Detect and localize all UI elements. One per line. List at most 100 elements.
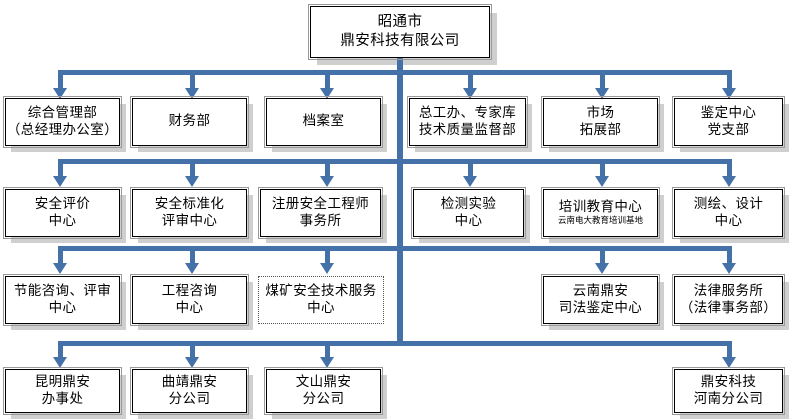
r4c6-line-2: 河南分公司	[693, 391, 764, 407]
row4-drop-c1	[58, 341, 63, 358]
root-line-2: 鼎安科技有限公司	[340, 33, 460, 49]
row1-horizontal-bar	[58, 70, 732, 75]
row4-horizontal-bar	[58, 341, 732, 346]
coal-mine-safety-tech-service-center-box[interactable]: 煤矿安全技术服务 中心	[258, 276, 384, 324]
row1-arrow-c3	[320, 88, 334, 99]
appraisal-center-party-branch-box[interactable]: 鉴定中心 党支部	[672, 96, 785, 148]
general-management-dept-box[interactable]: 综合管理部 （总经理办公室）	[3, 96, 122, 148]
r3c2-line-2: 中心	[175, 300, 204, 316]
r2c5-subtitle: 云南电大教育培训基地	[557, 216, 643, 227]
r3c2-line-1: 工程咨询	[161, 282, 218, 299]
market-development-dept-box[interactable]: 市场 拓展部	[541, 96, 660, 148]
wenshan-dingan-branch-box[interactable]: 文山鼎安 分公司	[264, 367, 383, 415]
row2-arrow-c2	[185, 176, 199, 187]
chief-engineer-expert-dept-box[interactable]: 总工办、专家库 技术质量监督部	[407, 96, 528, 148]
row2-arrow-c6	[722, 176, 736, 187]
r1c2-line-1: 财务部	[168, 113, 211, 130]
row2-drop-c1	[58, 159, 63, 177]
r3c5-line-1: 云南鼎安	[572, 282, 629, 299]
row1-drop-c2	[190, 70, 195, 89]
row2-arrow-c4	[463, 176, 477, 187]
qujing-dingan-branch-box[interactable]: 曲靖鼎安 分公司	[130, 367, 249, 415]
row2-drop-c6	[727, 159, 732, 177]
r1c5-line-2: 拓展部	[579, 122, 622, 138]
row4-drop-c6	[727, 341, 732, 358]
r3c1-line-2: 中心	[48, 300, 77, 316]
root-line-1: 昭通市	[377, 14, 423, 31]
row2-arrow-c3	[320, 176, 334, 187]
r2c3-line-1: 注册安全工程师	[271, 195, 370, 212]
row1-arrow-c5	[595, 88, 609, 99]
surveying-design-center-box[interactable]: 测绘、设计 中心	[672, 187, 785, 239]
row4-arrow-c2	[185, 357, 199, 368]
training-education-center-box[interactable]: 培训教育中心 云南电大教育培训基地	[541, 187, 660, 239]
dingan-tech-henan-branch-box[interactable]: 鼎安科技 河南分公司	[672, 367, 785, 415]
r2c1-line-1: 安全评价	[34, 195, 91, 212]
row3-drop-c6	[727, 246, 732, 264]
row3-drop-c2	[190, 246, 195, 264]
row1-arrow-c4	[463, 88, 477, 99]
r1c4-line-2: 技术质量监督部	[418, 122, 517, 138]
r2c2-line-2: 评审中心	[161, 213, 218, 229]
row2-horizontal-bar	[58, 159, 732, 164]
archives-office-box[interactable]: 档案室	[264, 96, 383, 148]
r2c4-line-2: 中心	[454, 213, 483, 229]
r1c6-line-2: 党支部	[707, 122, 750, 138]
company-root-box[interactable]: 昭通市 鼎安科技有限公司	[308, 4, 492, 60]
row1-arrow-c1	[53, 88, 67, 99]
row1-drop-c6	[727, 70, 732, 89]
row4-arrow-c3	[320, 357, 334, 368]
row2-arrow-c1	[53, 176, 67, 187]
r4c1-line-2: 办事处	[41, 391, 84, 407]
row3-drop-c1	[58, 246, 63, 264]
row1-drop-c3	[325, 70, 330, 89]
kunming-dingan-office-box[interactable]: 昆明鼎安 办事处	[3, 367, 122, 415]
r2c1-line-2: 中心	[48, 213, 77, 229]
safety-standardization-review-center-box[interactable]: 安全标准化 评审中心	[130, 187, 249, 239]
r4c6-line-1: 鼎安科技	[700, 373, 757, 390]
row4-drop-c2	[190, 341, 195, 358]
row4-arrow-c6	[722, 357, 736, 368]
r3c6-line-1: 法律服务所	[693, 282, 764, 299]
yunnan-dingan-judicial-appraisal-center-box[interactable]: 云南鼎安 司法鉴定中心	[541, 274, 660, 326]
row4-arrow-c1	[53, 357, 67, 368]
row1-drop-c1	[58, 70, 63, 89]
row1-arrow-c2	[185, 88, 199, 99]
row2-drop-c5	[600, 159, 605, 177]
row3-arrow-c2	[185, 263, 199, 274]
r3c1-line-1: 节能咨询、评审	[13, 282, 112, 299]
r3c5-line-2: 司法鉴定中心	[558, 300, 643, 316]
r2c3-line-2: 事务所	[299, 213, 342, 229]
row2-drop-c3	[325, 159, 330, 177]
row4-drop-c3	[325, 341, 330, 358]
row3-horizontal-bar	[58, 246, 732, 251]
row1-arrow-c6	[722, 88, 736, 99]
row3-drop-c5	[600, 246, 605, 264]
registered-safety-engineer-office-box[interactable]: 注册安全工程师 事务所	[258, 187, 383, 239]
r2c6-line-1: 测绘、设计	[693, 195, 764, 212]
row2-arrow-c5	[595, 176, 609, 187]
row3-arrow-c5	[595, 263, 609, 274]
r1c6-line-1: 鉴定中心	[700, 104, 757, 121]
engineering-consulting-center-box[interactable]: 工程咨询 中心	[130, 274, 249, 326]
row1-drop-c4	[468, 70, 473, 89]
row3-drop-c3	[325, 246, 330, 264]
safety-evaluation-center-box[interactable]: 安全评价 中心	[3, 187, 122, 239]
row3-arrow-c3	[320, 263, 334, 274]
finance-dept-box[interactable]: 财务部	[130, 96, 249, 148]
energy-saving-consulting-review-center-box[interactable]: 节能咨询、评审 中心	[3, 274, 122, 326]
row3-arrow-c1	[53, 263, 67, 274]
r1c5-line-1: 市场	[586, 104, 615, 121]
r1c1-line-2: （总经理办公室）	[6, 122, 119, 138]
r2c6-line-2: 中心	[714, 213, 743, 229]
r1c3-line-1: 档案室	[302, 113, 345, 130]
r2c5-line-1: 培训教育中心	[558, 199, 643, 216]
law-firm-legal-affairs-dept-box[interactable]: 法律服务所 （法律事务部）	[672, 274, 785, 326]
r4c3-line-2: 分公司	[302, 391, 345, 407]
r4c2-line-1: 曲靖鼎安	[161, 373, 218, 390]
row2-drop-c4	[468, 159, 473, 177]
r3c3-line-2: 中心	[307, 300, 335, 316]
testing-laboratory-center-box[interactable]: 检测实验 中心	[411, 187, 526, 239]
row3-arrow-c6	[722, 263, 736, 274]
r3c6-line-2: （法律事务部）	[679, 300, 778, 316]
